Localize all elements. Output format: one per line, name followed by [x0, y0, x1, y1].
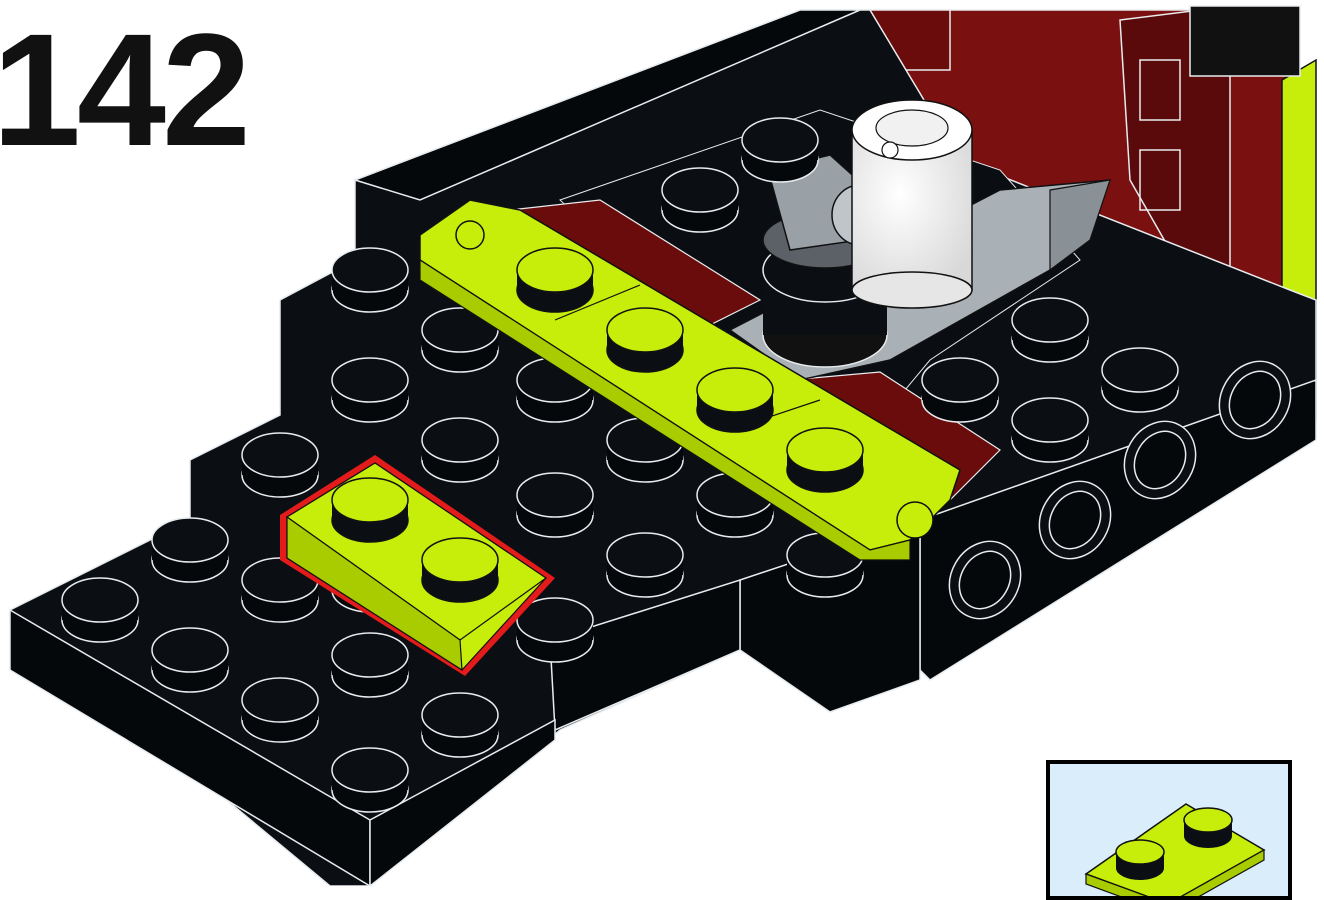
stud [152, 518, 228, 582]
stud [1012, 398, 1088, 462]
new-part-stud [422, 538, 498, 602]
plate-1x2-lime-icon [1050, 764, 1288, 896]
lime-stud [517, 248, 593, 312]
stud [332, 358, 408, 422]
stud [1102, 348, 1178, 412]
new-part-stud [332, 478, 408, 542]
stud [607, 533, 683, 597]
stud [242, 433, 318, 497]
stud [152, 628, 228, 692]
stud [332, 748, 408, 812]
stud [242, 678, 318, 742]
lime-stud [607, 308, 683, 372]
lime-stud [697, 368, 773, 432]
stud [1012, 298, 1088, 362]
stud [742, 118, 818, 182]
stud [422, 693, 498, 757]
parts-list-callout [1046, 760, 1292, 900]
stud [922, 358, 998, 422]
stud [332, 633, 408, 697]
stud [332, 248, 408, 312]
lime-stud [787, 428, 863, 492]
stud [422, 418, 498, 482]
stud [662, 168, 738, 232]
stud [62, 578, 138, 642]
stud [517, 598, 593, 662]
stud [517, 473, 593, 537]
